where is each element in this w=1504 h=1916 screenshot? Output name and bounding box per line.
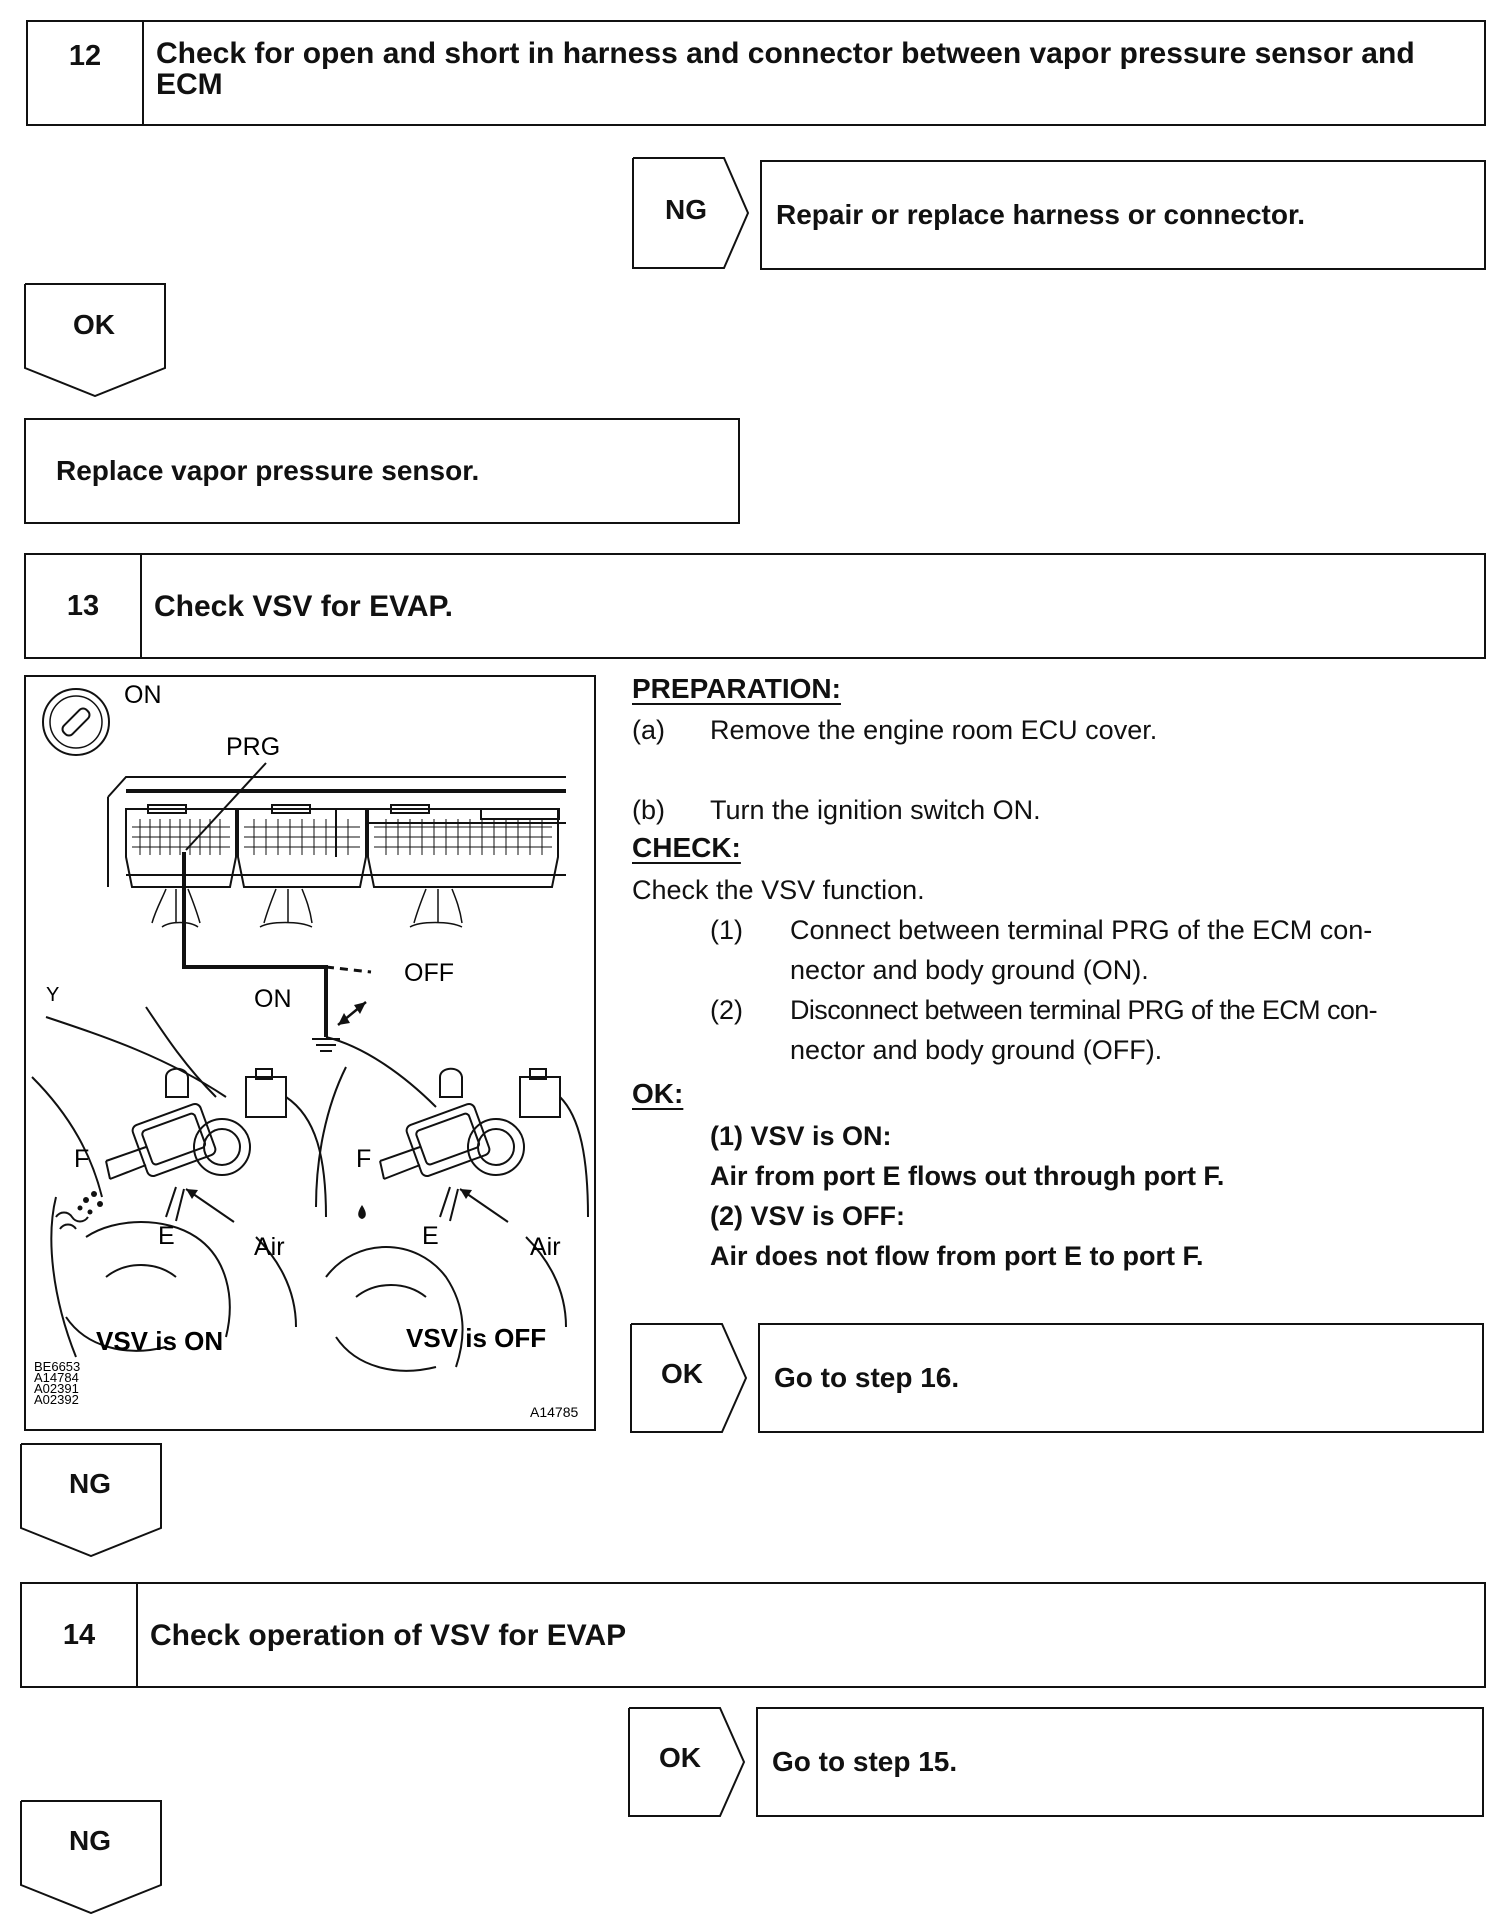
ok-action-text: Go to step 16. [774, 1362, 960, 1393]
vsv-off-sketch [315, 1036, 589, 1372]
vsv-figure: ON PRG [24, 675, 596, 1431]
caption-vsv-off: VSV is OFF [406, 1323, 546, 1353]
ok-criterion-2: Air from port E flows out through port F… [710, 1161, 1225, 1191]
step-14-header: 14 Check operation of VSV for EVAP [20, 1582, 1486, 1688]
ng-action-box: Repair or replace harness or connector. [760, 160, 1486, 270]
step-number: 12 [28, 22, 144, 124]
step-title: Check VSV for EVAP. [154, 589, 454, 623]
svg-text:BE6653: BE6653 [34, 1359, 80, 1374]
step-number: 14 [22, 1584, 138, 1686]
check-1-line-b: nector and body ground (ON). [790, 955, 1149, 985]
step-12-header: 12 Check for open and short in harness a… [26, 20, 1486, 126]
ok-action-text: Go to step 15. [772, 1746, 958, 1777]
svg-text:A14784: A14784 [34, 1370, 79, 1385]
prep-b-text: Turn the ignition switch ON. [710, 795, 1041, 825]
figure-id: A14785 [530, 1404, 578, 1420]
figure-codes: BE6653 A14784 A02391 A02392 [34, 1359, 80, 1407]
y-label: Y [46, 984, 59, 1006]
check-2-line-b: nector and body ground (OFF). [790, 1035, 1163, 1065]
ignition-on-label: ON [124, 681, 162, 709]
prep-a-marker: (a) [632, 715, 665, 745]
ng-tag-arrow [20, 1443, 162, 1557]
connector-pins [132, 819, 552, 855]
air-label: Air [530, 1233, 561, 1261]
ecu-connector [107, 776, 566, 888]
prep-a-text: Remove the engine room ECU cover. [710, 715, 1158, 745]
ok-tag: OK [659, 1742, 701, 1773]
vsv-illustration: ON PRG [31, 681, 589, 1420]
vsv-on-sketch [31, 1006, 327, 1358]
ng-tag-arrow [20, 1800, 162, 1914]
check-2-marker: (2) [710, 995, 743, 1025]
prep-b-marker: (b) [632, 795, 665, 825]
ok-action-box: Go to step 16. [758, 1323, 1484, 1433]
ng-action-text: Repair or replace harness or connector. [776, 199, 1306, 230]
switch-on-label: ON [254, 985, 292, 1013]
ok-tag-arrow [24, 283, 166, 397]
caption-vsv-on: VSV is ON [96, 1326, 223, 1356]
port-f-label: F [356, 1145, 371, 1173]
step-title: Check operation of VSV for EVAP [150, 1618, 627, 1652]
ok-tag-arrow [630, 1323, 748, 1433]
svg-text:A02392: A02392 [34, 1392, 79, 1407]
ok-tag-arrow [628, 1707, 746, 1817]
preparation-heading: PREPARATION: [632, 673, 841, 704]
ok-heading: OK: [632, 1078, 684, 1109]
air-label: Air [254, 1233, 285, 1261]
port-e-label: E [422, 1222, 439, 1250]
ok-tag: OK [73, 309, 115, 340]
step-title: Check for open and short in harness and … [156, 37, 1415, 101]
port-e-label: E [158, 1222, 175, 1250]
check-heading: CHECK: [632, 832, 741, 863]
ok-action-text: Replace vapor pressure sensor. [56, 455, 480, 486]
svg-text:A02391: A02391 [34, 1381, 79, 1396]
check-1-marker: (1) [710, 915, 743, 945]
ng-tag: NG [665, 194, 707, 225]
check-2-line-a: Disconnect between terminal PRG of the E… [790, 995, 1378, 1025]
prg-label: PRG [226, 733, 280, 761]
switch-off-label: OFF [404, 959, 454, 987]
check-1-line-a: Connect between terminal PRG of the ECM … [790, 915, 1373, 945]
ok-criterion-3: (2) VSV is OFF: [710, 1201, 906, 1231]
ok-tag: OK [661, 1358, 703, 1389]
ng-tag-arrow [632, 157, 750, 269]
ng-tag: NG [69, 1468, 111, 1499]
step-13-header: 13 Check VSV for EVAP. [24, 553, 1486, 659]
ignition-switch-icon [42, 688, 110, 756]
ok-action-box: Go to step 15. [756, 1707, 1484, 1817]
ok-criterion-4: Air does not flow from port E to port F. [710, 1241, 1204, 1271]
ok-action-box: Replace vapor pressure sensor. [24, 418, 740, 524]
step-number: 13 [26, 555, 142, 657]
ok-criterion-1: (1) VSV is ON: [710, 1121, 892, 1151]
ng-tag: NG [69, 1825, 111, 1856]
jumper-wire [182, 852, 372, 1052]
port-f-label: F [74, 1145, 89, 1173]
check-intro: Check the VSV function. [632, 875, 925, 905]
